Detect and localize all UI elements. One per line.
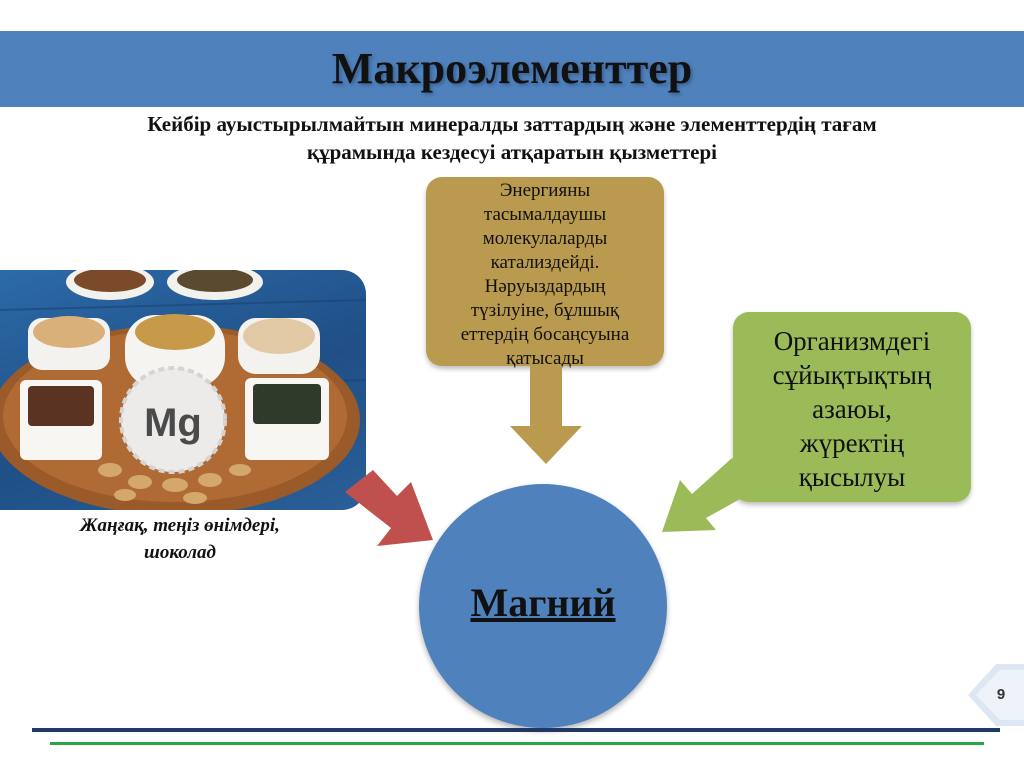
food-caption: Жаңғақ, теңіз өнімдері, шоколад bbox=[40, 512, 320, 566]
slide-title: Макроэлементтер bbox=[331, 44, 693, 93]
red-arrow bbox=[345, 470, 433, 546]
food-illustration: Mg bbox=[0, 270, 366, 510]
title-band bbox=[0, 31, 1024, 107]
footer-rule-green bbox=[50, 742, 984, 745]
gold-line-5: Нәруыздардың bbox=[484, 276, 606, 297]
green-line-4: жүректің bbox=[799, 428, 905, 458]
gold-line-7: еттердің босаңсуына bbox=[460, 324, 630, 345]
footer-rule-blue bbox=[32, 728, 1000, 732]
gold-line-8: қатысады bbox=[506, 348, 584, 369]
green-line-5: қысылуы bbox=[798, 462, 906, 492]
deficiency-box: Организмдегі сұйықтықтың азаюы, жүректің… bbox=[733, 312, 971, 502]
peanuts-scatter bbox=[98, 463, 251, 504]
green-line-2: сұйықтықтың bbox=[772, 360, 932, 390]
subtitle-line-2: құрамында кездесуі атқаратын қызметтері bbox=[306, 140, 718, 164]
magnesium-circle: Магний bbox=[419, 484, 667, 728]
page-number: 9 bbox=[996, 686, 1006, 703]
caption-line-2: шоколад bbox=[144, 542, 216, 563]
green-line-3: азаюы, bbox=[812, 394, 892, 424]
magnesium-label: Магний bbox=[470, 580, 616, 625]
gold-line-1: Энергияны bbox=[499, 180, 591, 201]
gold-line-3: молекулаларды bbox=[482, 228, 608, 249]
mg-symbol: Mg bbox=[144, 401, 202, 445]
gold-line-2: тасымалдаушы bbox=[483, 204, 607, 225]
bowls-back bbox=[66, 270, 263, 300]
green-arrow bbox=[662, 458, 760, 532]
gold-down-arrow bbox=[510, 366, 582, 464]
gold-line-4: катализдейді. bbox=[490, 252, 600, 273]
caption-line-1: Жаңғақ, теңіз өнімдері, bbox=[80, 515, 280, 536]
magnesium-foods-photo: Mg bbox=[0, 270, 366, 510]
slide-subtitle: Кейбір ауыстырылмайтын минералды заттард… bbox=[40, 110, 984, 166]
energy-function-box: Энергияны тасымалдаушы молекулаларды кат… bbox=[426, 177, 664, 369]
subtitle-line-1: Кейбір ауыстырылмайтын минералды заттард… bbox=[147, 112, 877, 136]
page-number-badge bbox=[968, 664, 1024, 726]
gold-line-6: түзілуіне, бұлшық bbox=[470, 300, 620, 321]
green-line-1: Организмдегі bbox=[773, 326, 931, 356]
